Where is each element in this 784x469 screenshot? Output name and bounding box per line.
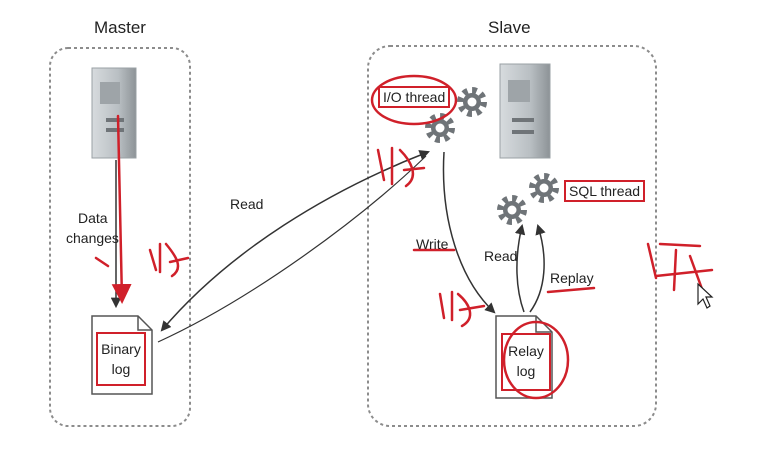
io-thread-label: I/O thread <box>378 86 451 108</box>
sql-gear-icon-2 <box>533 177 555 199</box>
replay-label: Replay <box>550 270 594 286</box>
replay-arrow <box>529 223 546 313</box>
io-gear-icon <box>429 117 451 139</box>
io-gear-icon-2 <box>461 91 483 113</box>
master-title: Master <box>94 18 146 37</box>
relay-log-document-icon <box>495 315 570 400</box>
binary-log-label-1: Binary <box>101 341 141 357</box>
master-panel <box>49 47 191 427</box>
write-arrow <box>442 151 496 314</box>
slave-server-icon <box>499 63 551 159</box>
master-server-icon <box>91 67 137 159</box>
relay-log-label-1: Relay <box>508 343 544 359</box>
data-changes-label-2: changes <box>66 230 119 246</box>
read-relay-arrow <box>514 223 526 313</box>
sql-gear-icon <box>501 199 523 221</box>
binary-log-label-2: log <box>111 361 131 377</box>
sql-thread-label: SQL thread <box>564 180 646 202</box>
return-curve <box>157 155 427 343</box>
write-label: Write <box>416 236 449 252</box>
cursor-icon <box>697 282 714 309</box>
read-label-relay: Read <box>484 248 518 264</box>
relay-log-label-2: log <box>516 363 536 379</box>
slave-title: Slave <box>488 18 531 37</box>
slave-panel <box>367 45 657 427</box>
read-binlog-arrow <box>160 150 430 332</box>
red-annotations <box>94 74 714 328</box>
binary-log-document-icon <box>91 315 153 395</box>
data-changes-label-1: Data <box>78 210 108 226</box>
read-label-master: Read <box>230 196 264 212</box>
